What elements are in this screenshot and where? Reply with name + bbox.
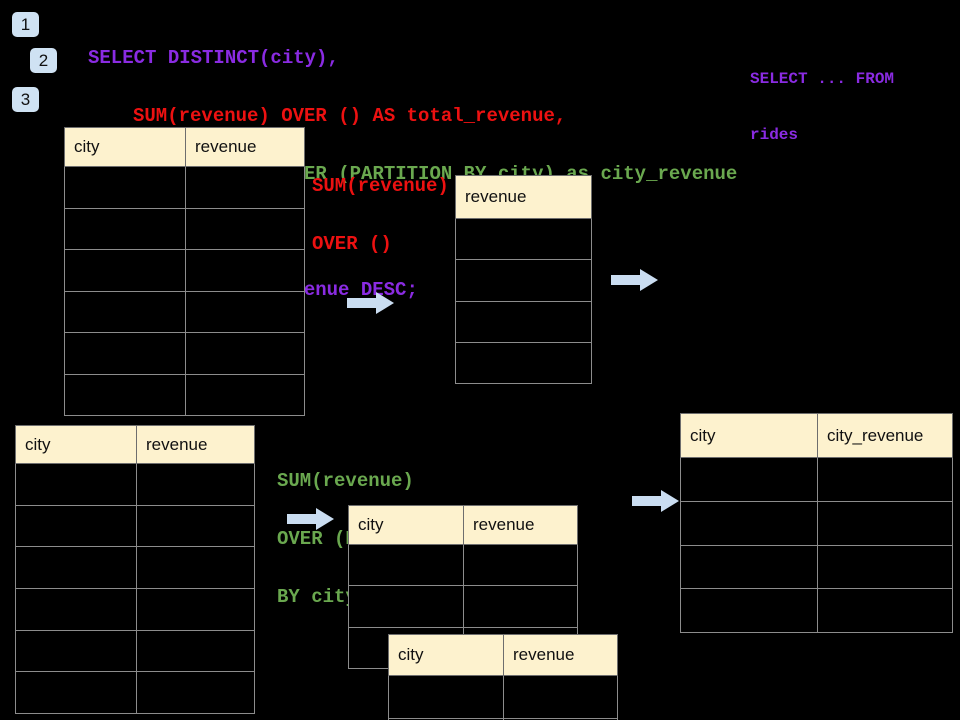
table-cell bbox=[185, 207, 305, 250]
step-badge-2: 2 bbox=[30, 48, 57, 73]
table-cell bbox=[817, 544, 953, 590]
table-cell bbox=[136, 629, 255, 673]
flow-arrow-right-icon bbox=[632, 490, 679, 512]
table-cell bbox=[136, 504, 255, 548]
column-header: city bbox=[15, 425, 137, 464]
column-header: revenue bbox=[136, 425, 255, 464]
table-row bbox=[680, 457, 953, 502]
table-cell bbox=[348, 543, 464, 587]
column-header: revenue bbox=[455, 175, 592, 219]
table-cell bbox=[15, 588, 137, 631]
table-source-bottom: city revenue bbox=[15, 425, 255, 715]
column-header: city bbox=[64, 127, 186, 167]
table-row bbox=[15, 546, 255, 590]
column-header: city bbox=[680, 413, 818, 458]
table-cell bbox=[503, 718, 618, 720]
sql-line-select: SELECT DISTINCT(city), bbox=[88, 47, 339, 69]
table-cell bbox=[64, 290, 186, 333]
column-header: revenue bbox=[185, 127, 305, 167]
table-cell bbox=[15, 546, 137, 590]
table-row bbox=[455, 259, 592, 302]
side-note-line: SELECT ... FROM bbox=[750, 70, 895, 88]
table-cell bbox=[455, 259, 592, 302]
table-cell bbox=[455, 341, 592, 385]
table-cell bbox=[680, 500, 818, 546]
label-line: SUM(revenue) bbox=[277, 470, 414, 492]
table-cell bbox=[680, 457, 818, 502]
table-cell bbox=[185, 166, 305, 209]
table-cell bbox=[185, 290, 305, 333]
table-row bbox=[15, 504, 255, 548]
sql-side-note: SELECT ... FROM rides bbox=[750, 33, 894, 181]
table-partition-overlay: city revenue bbox=[388, 634, 618, 720]
table-row bbox=[680, 544, 953, 590]
table-row bbox=[348, 543, 578, 587]
table-row bbox=[15, 671, 255, 715]
label-total-revenue: SUM(revenue) OVER () bbox=[312, 139, 449, 291]
column-header: revenue bbox=[463, 505, 578, 545]
table-cell bbox=[817, 588, 953, 633]
table-cell bbox=[503, 675, 618, 719]
table-row bbox=[680, 500, 953, 546]
step-badge-3: 3 bbox=[12, 87, 39, 112]
table-row bbox=[388, 675, 618, 719]
table-cell bbox=[680, 588, 818, 633]
step-badge-1: 1 bbox=[12, 12, 39, 37]
table-row bbox=[15, 463, 255, 506]
table-cell bbox=[463, 585, 578, 628]
table-cell bbox=[64, 332, 186, 375]
table-cell bbox=[136, 588, 255, 631]
table-row bbox=[64, 166, 305, 209]
table-source-top: city revenue bbox=[64, 127, 305, 416]
table-city-revenue-result: city city_revenue bbox=[680, 413, 953, 633]
table-cell bbox=[348, 585, 464, 628]
table-row bbox=[680, 588, 953, 633]
flow-arrow-right-icon bbox=[287, 508, 334, 530]
table-cell bbox=[817, 500, 953, 546]
flow-arrow-right-icon bbox=[611, 269, 658, 291]
table-row bbox=[64, 373, 305, 416]
table-cell bbox=[136, 671, 255, 715]
table-row bbox=[64, 290, 305, 333]
table-cell bbox=[15, 671, 137, 715]
table-row bbox=[455, 217, 592, 261]
table-total-revenue-result: revenue bbox=[455, 175, 592, 385]
table-cell bbox=[455, 217, 592, 261]
table-cell bbox=[185, 249, 305, 292]
table-cell bbox=[680, 544, 818, 590]
table-row bbox=[455, 341, 592, 385]
column-header: city bbox=[348, 505, 464, 545]
label-line: OVER () bbox=[312, 233, 392, 255]
table-cell bbox=[64, 207, 186, 250]
table-cell bbox=[136, 546, 255, 590]
table-cell bbox=[15, 629, 137, 673]
sql-line-total-revenue: SUM(revenue) OVER () AS total_revenue, bbox=[133, 105, 567, 127]
column-header: revenue bbox=[503, 634, 618, 676]
side-note-line: rides bbox=[750, 126, 799, 144]
table-row bbox=[388, 718, 618, 720]
table-row bbox=[64, 332, 305, 375]
table-cell bbox=[185, 373, 305, 416]
table-row bbox=[64, 249, 305, 292]
table-cell bbox=[15, 504, 137, 548]
column-header: city bbox=[388, 634, 504, 676]
label-line: SUM(revenue) bbox=[312, 175, 449, 197]
table-row bbox=[455, 300, 592, 343]
flow-arrow-right-icon bbox=[347, 292, 394, 314]
table-cell bbox=[388, 675, 504, 719]
table-row bbox=[64, 207, 305, 250]
table-cell bbox=[64, 166, 186, 209]
table-row bbox=[15, 629, 255, 673]
table-row bbox=[348, 585, 578, 628]
column-header: city_revenue bbox=[817, 413, 953, 458]
table-row bbox=[15, 588, 255, 631]
table-cell bbox=[15, 463, 137, 506]
table-cell bbox=[136, 463, 255, 506]
table-cell bbox=[463, 543, 578, 587]
table-cell bbox=[185, 332, 305, 375]
table-cell bbox=[455, 300, 592, 343]
table-cell bbox=[64, 373, 186, 416]
table-cell bbox=[817, 457, 953, 502]
table-cell bbox=[64, 249, 186, 292]
